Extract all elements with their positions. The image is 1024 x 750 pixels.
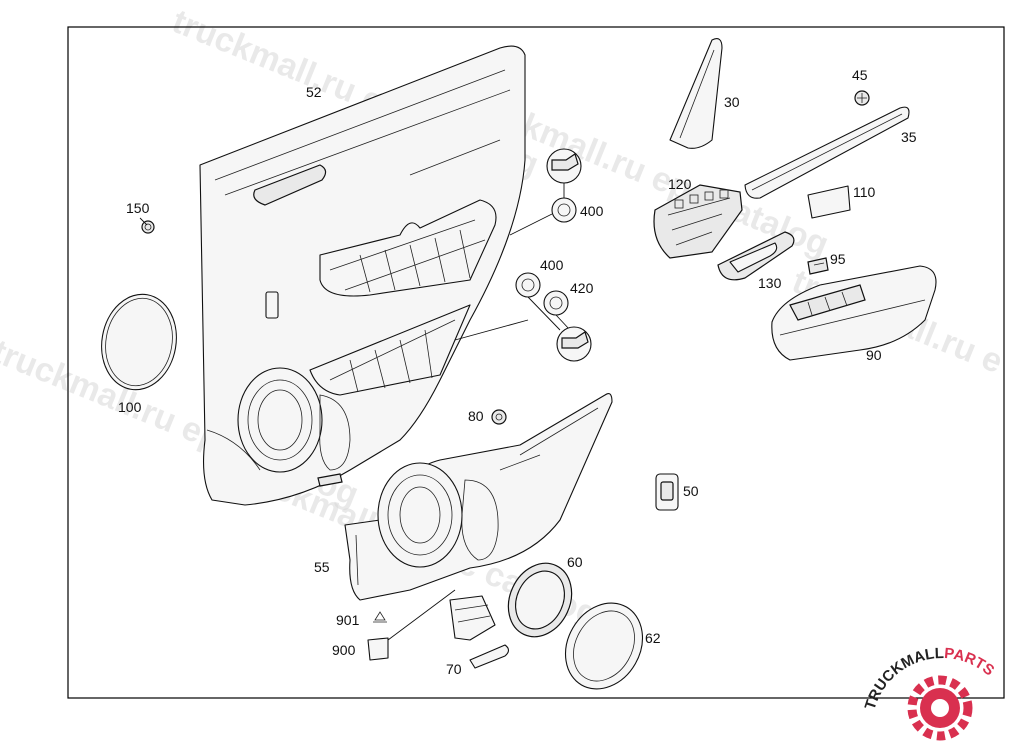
logo-text-accent: PARTS: [944, 645, 998, 679]
callout-420: 420: [570, 280, 594, 296]
callout-900: 900: [332, 642, 356, 658]
callout-30: 30: [724, 94, 740, 110]
callout-50: 50: [683, 483, 699, 499]
clip-part-150: [139, 217, 155, 234]
callout-62: 62: [645, 630, 661, 646]
callout-52: 52: [306, 84, 322, 100]
callout-60: 60: [567, 554, 583, 570]
switch-part-50: [655, 473, 679, 511]
callout-90: 90: [866, 347, 882, 363]
trim-strip-part-35: [744, 106, 910, 199]
trim-strip-part-30: [669, 38, 723, 149]
callout-55: 55: [314, 559, 330, 575]
callout-45: 45: [852, 67, 868, 83]
screw-part-95: [807, 257, 829, 275]
callout-95: 95: [830, 251, 846, 267]
grille-ring-part-62: [565, 602, 643, 690]
parts-900-901: [367, 589, 456, 661]
door-panel-part-52: [199, 45, 526, 506]
callout-901: 901: [336, 612, 360, 628]
clip-group-400-420: [454, 148, 592, 362]
speaker-ring-part-60: [507, 562, 573, 638]
callout-120: 120: [668, 176, 692, 192]
bracket-part-70: [449, 595, 510, 669]
armrest-part-90: [771, 265, 937, 361]
callout-400-lower: 400: [540, 257, 564, 273]
callout-35: 35: [901, 129, 917, 145]
callout-400-upper: 400: [580, 203, 604, 219]
callout-150: 150: [126, 200, 150, 216]
callout-80: 80: [468, 408, 484, 424]
lower-panel-part-55: [344, 393, 613, 601]
callout-110: 110: [853, 184, 876, 200]
cover-part-110: [807, 185, 851, 219]
callout-130: 130: [758, 275, 782, 291]
callout-70: 70: [446, 661, 462, 677]
diagram-frame: [67, 26, 1005, 699]
gear-icon: [907, 675, 973, 741]
disc-part-100: [101, 293, 177, 391]
callout-labels: 52 150 100 400 400 420 80 55 901 900 70 …: [118, 67, 917, 677]
handle-bezel-part-130: [717, 231, 795, 281]
callout-100: 100: [118, 399, 142, 415]
clip-part-80: [491, 409, 507, 425]
truckmallparts-logo: TRUCKMALLPARTS: [862, 645, 998, 741]
screw-part-45: [854, 90, 870, 106]
switch-housing-part-120: [653, 184, 743, 259]
